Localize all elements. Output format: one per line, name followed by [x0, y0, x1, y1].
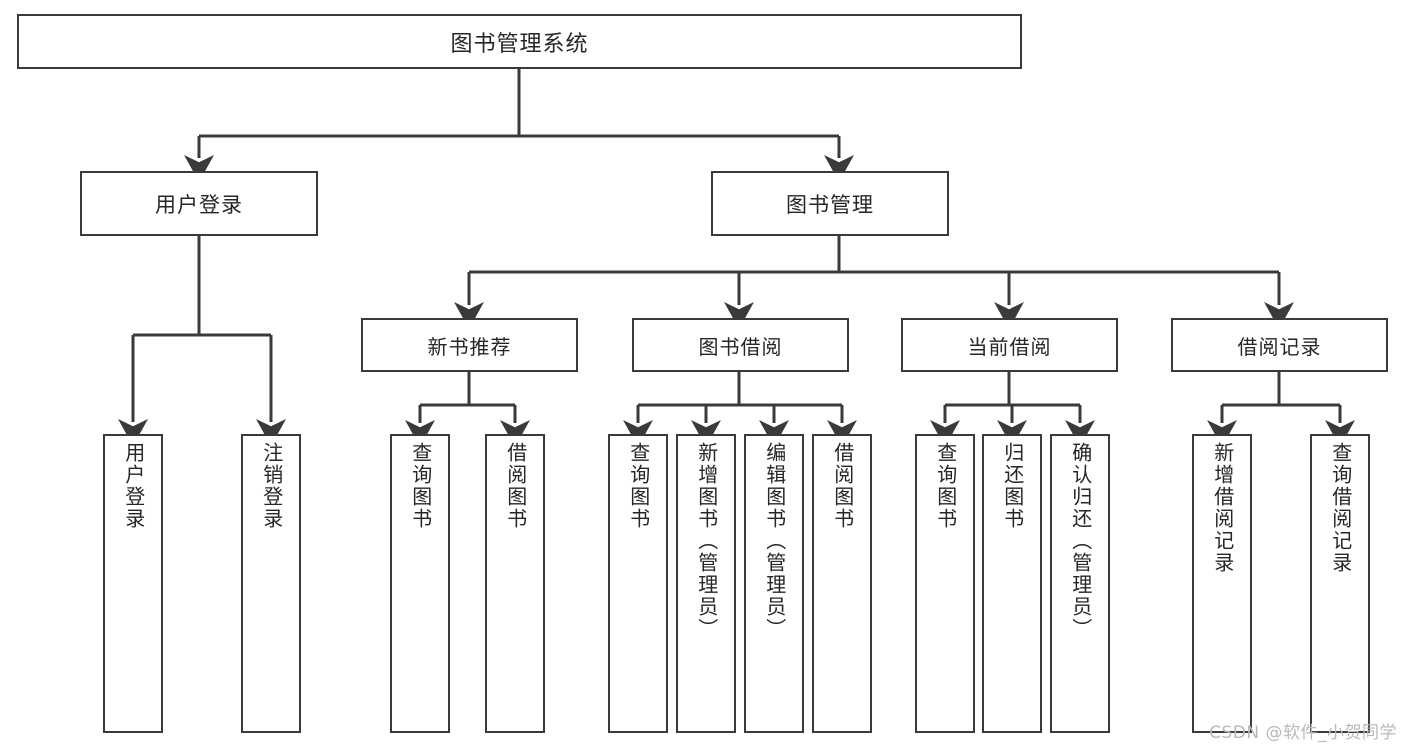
node-label: 图书管理系统: [450, 31, 589, 57]
leaf-label: 归还图书: [1000, 442, 1025, 530]
node-label: 图书借阅: [698, 334, 783, 359]
node-label: 用户登录: [155, 192, 243, 217]
node-label: 当前借阅: [967, 334, 1052, 359]
leaf-label: 查询图书: [408, 442, 433, 530]
leaf-borrow-record-add-record[interactable]: 新增借阅记录: [1192, 434, 1252, 733]
leaf-book-borrow-edit-book-admin[interactable]: 编辑图书（管理员）: [744, 434, 804, 733]
leaf-current-borrow-return-book[interactable]: 归还图书: [982, 434, 1042, 733]
leaf-label: 确认归还（管理员）: [1068, 442, 1093, 640]
leaf-new-book-query-book[interactable]: 查询图书: [390, 434, 450, 733]
node-user-login[interactable]: 用户登录: [80, 171, 318, 236]
node-book-management[interactable]: 图书管理: [711, 171, 949, 236]
node-borrow-record[interactable]: 借阅记录: [1171, 318, 1388, 372]
leaf-user-login-login[interactable]: 用户登录: [103, 434, 163, 733]
node-new-book-recommend[interactable]: 新书推荐: [361, 318, 578, 372]
leaf-label: 新增图书（管理员）: [694, 442, 719, 640]
leaf-new-book-borrow-book[interactable]: 借阅图书: [485, 434, 545, 733]
leaf-label: 用户登录: [121, 442, 146, 530]
leaf-book-borrow-query-book[interactable]: 查询图书: [608, 434, 668, 733]
leaf-label: 查询图书: [626, 442, 651, 530]
node-label: 新书推荐: [427, 334, 512, 359]
leaf-label: 查询借阅记录: [1328, 442, 1353, 574]
leaf-label: 编辑图书（管理员）: [762, 442, 787, 640]
node-current-borrow[interactable]: 当前借阅: [901, 318, 1118, 372]
leaf-label: 新增借阅记录: [1210, 442, 1235, 574]
leaf-label: 借阅图书: [830, 442, 855, 530]
leaf-user-login-logout[interactable]: 注销登录: [241, 434, 301, 733]
node-book-borrow[interactable]: 图书借阅: [632, 318, 849, 372]
node-label: 借阅记录: [1237, 334, 1322, 359]
node-label: 图书管理: [786, 192, 874, 217]
leaf-current-borrow-query-book[interactable]: 查询图书: [915, 434, 975, 733]
leaf-book-borrow-add-book-admin[interactable]: 新增图书（管理员）: [676, 434, 736, 733]
node-root-book-management-system[interactable]: 图书管理系统: [17, 14, 1022, 69]
leaf-borrow-record-query-record[interactable]: 查询借阅记录: [1310, 434, 1370, 733]
leaf-book-borrow-borrow-book[interactable]: 借阅图书: [812, 434, 872, 733]
watermark: CSDN @软件_小贺同学: [1209, 723, 1397, 743]
leaf-label: 注销登录: [259, 442, 284, 530]
leaf-label: 查询图书: [933, 442, 958, 530]
leaf-label: 借阅图书: [503, 442, 528, 530]
leaf-current-borrow-confirm-return-admin[interactable]: 确认归还（管理员）: [1050, 434, 1110, 733]
